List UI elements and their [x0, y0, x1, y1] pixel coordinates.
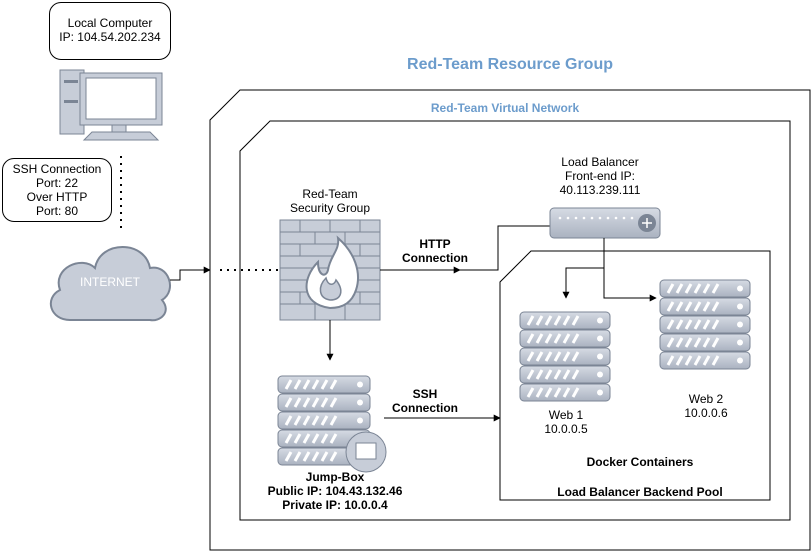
virtual-network-frame	[239, 120, 791, 521]
load-balancer-label: Load Balancer Front-end IP: 40.113.239.1…	[559, 155, 641, 197]
backend-pool-frame	[499, 250, 771, 501]
jump-box-label: Jump-Box Public IP: 104.43.132.46 Privat…	[267, 470, 403, 512]
docker-containers-label: Docker Containers	[586, 455, 694, 469]
backend-pool-label: Load Balancer Backend Pool	[557, 485, 723, 499]
local-computer-label: Local Computer IP: 104.54.202.234	[59, 16, 161, 44]
resource-group-title: Red-Team Resource Group	[407, 56, 613, 73]
load-balancer-icon	[549, 207, 661, 239]
ssh-note-box	[2, 158, 112, 222]
desktop-computer-icon	[59, 69, 163, 141]
ssh-note-label: SSH Connection Port: 22 Over HTTP Port: …	[12, 162, 102, 218]
web-2-server-icon	[659, 279, 751, 370]
virtual-network-title: Red-Team Virtual Network	[430, 101, 580, 115]
jump-box-server-icon	[277, 375, 387, 473]
ssh-connection-label: SSH Connection	[392, 387, 458, 415]
web-2-label: Web 2 10.0.0.6	[684, 392, 728, 420]
web-1-server-icon	[519, 311, 611, 402]
internet-label: INTERNET	[80, 275, 140, 289]
http-connection-label: HTTP Connection	[402, 237, 468, 265]
resource-group-frame	[209, 89, 811, 551]
web-1-label: Web 1 10.0.0.5	[544, 408, 588, 436]
firewall-icon	[279, 219, 381, 321]
local-computer-box	[49, 2, 171, 60]
security-group-label: Red-Team Security Group	[289, 187, 371, 215]
cloud-icon	[49, 246, 171, 322]
